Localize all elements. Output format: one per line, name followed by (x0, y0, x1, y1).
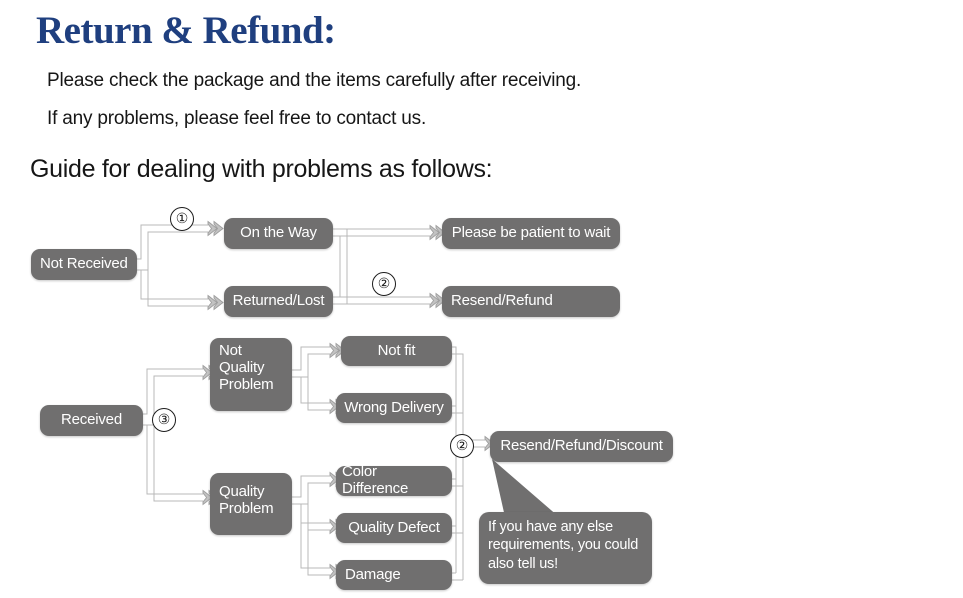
node-label: Resend/Refund/Discount (500, 437, 663, 455)
node-please-be-patient[interactable]: Please be patient to wait (442, 218, 620, 249)
node-wrong-delivery[interactable]: Wrong Delivery (336, 393, 452, 423)
node-label-line-3: Problem (219, 375, 274, 393)
node-label: Damage (345, 565, 401, 583)
node-resend-refund-discount[interactable]: Resend/Refund/Discount (490, 431, 673, 462)
node-label-line-2: Quality (219, 358, 265, 376)
marker-step-2-bottom: ② (450, 434, 474, 458)
node-quality-defect[interactable]: Quality Defect (336, 513, 452, 543)
callout-tail-icon (492, 459, 559, 517)
callout-line-3: also tell us! (488, 555, 558, 572)
node-not-fit[interactable]: Not fit (341, 336, 452, 366)
node-not-received[interactable]: Not Received (31, 249, 137, 280)
intro-line-2: If any problems, please feel free to con… (47, 108, 427, 129)
node-resend-refund[interactable]: Resend/Refund (442, 286, 620, 317)
intro-line-1: Please check the package and the items c… (47, 70, 582, 91)
guide-heading: Guide for dealing with problems as follo… (30, 155, 493, 183)
callout-bubble: If you have any else requirements, you c… (479, 512, 652, 584)
node-label-line-1: Quality (219, 483, 265, 500)
node-label: Please be patient to wait (451, 224, 611, 242)
node-label: Returned/Lost (232, 292, 325, 310)
node-label: Resend/Refund (451, 292, 553, 310)
node-label-line-2: Problem (219, 499, 274, 517)
node-label: Not Received (40, 255, 128, 273)
node-color-difference[interactable]: Color Difference (336, 463, 452, 497)
node-label: Quality Defect (348, 518, 440, 536)
node-quality-problem[interactable]: Quality Problem (210, 473, 292, 535)
marker-step-2-top: ② (372, 272, 396, 296)
page-title: Return & Refund: (36, 9, 336, 52)
node-on-the-way[interactable]: On the Way (224, 218, 333, 249)
node-label: Wrong Delivery (344, 398, 444, 416)
node-received[interactable]: Received (40, 405, 143, 436)
node-label-line-1: Not (219, 342, 242, 359)
node-returned-lost[interactable]: Returned/Lost (224, 286, 333, 317)
node-label: Not fit (377, 341, 416, 359)
callout-line-1: If you have any else (488, 519, 613, 535)
callout-line-2: requirements, you could (488, 537, 639, 554)
node-damage[interactable]: Damage (336, 560, 452, 590)
node-label: Color Difference (342, 463, 409, 497)
marker-step-1: ① (170, 207, 194, 231)
node-label: Received (61, 411, 122, 429)
node-label: On the Way (240, 224, 317, 242)
node-not-quality-problem[interactable]: Not Quality Problem (210, 338, 292, 411)
marker-step-3: ③ (152, 408, 176, 432)
